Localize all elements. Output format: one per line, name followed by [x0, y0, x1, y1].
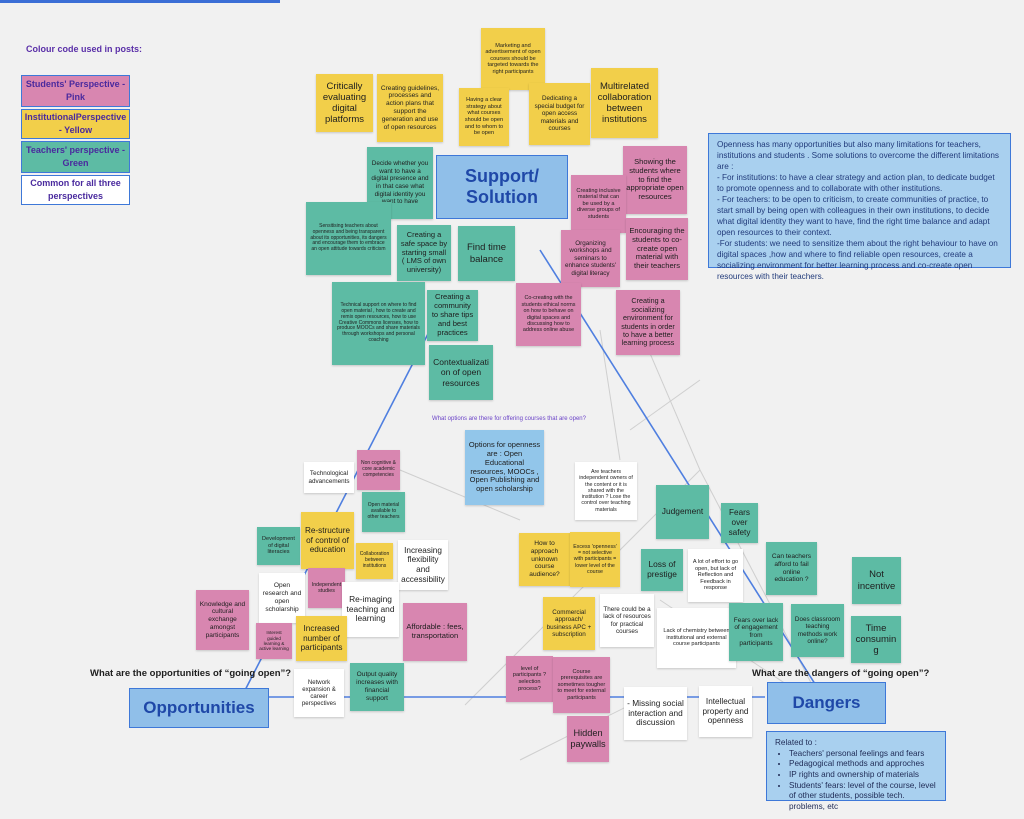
- sticky-note-affordable[interactable]: Affordable : fees, transportation: [403, 603, 467, 661]
- sticky-note-special-budget[interactable]: Dedicating a special budget for open acc…: [529, 83, 590, 145]
- legend-institutional: InstitutionalPerspective - Yellow: [21, 109, 130, 139]
- sticky-note-encouraging-students[interactable]: Encouraging the students to co-create op…: [626, 218, 688, 280]
- sticky-note-non-cognitive[interactable]: Non cognitive & core academic competenci…: [357, 450, 400, 490]
- sticky-note-multirelated[interactable]: Multirelated collaboration between insti…: [591, 68, 658, 138]
- related-item: Students' fears: level of the course, le…: [789, 781, 937, 813]
- sticky-note-reimaging[interactable]: Re-imaging teaching and learning: [342, 582, 399, 637]
- sticky-note-loss-prestige[interactable]: Loss of prestige: [641, 549, 683, 591]
- sticky-note-network[interactable]: Network expansion & career perspectives: [294, 669, 344, 717]
- opportunities-node[interactable]: Opportunities: [129, 688, 269, 728]
- sticky-note-restructure[interactable]: Re-structure of control of education: [301, 512, 354, 569]
- sticky-note-showing-students[interactable]: Showing the students where to find the a…: [623, 146, 687, 214]
- dangers-question: What are the dangers of “going open”?: [752, 668, 930, 679]
- summary-institutions: - For institutions: to have a clear stra…: [717, 172, 995, 193]
- sticky-note-output-quality[interactable]: Output quality increases with financial …: [350, 663, 404, 711]
- sticky-note-independent-owners[interactable]: Are teachers independent owners of the c…: [575, 462, 637, 520]
- sticky-note-clear-strategy[interactable]: Having a clear strategy about what cours…: [459, 88, 509, 146]
- sticky-note-organizing-workshops[interactable]: Organizing workshops and seminars to enh…: [561, 230, 620, 287]
- sticky-note-afford-fail[interactable]: Can teachers afford to fail online educa…: [766, 542, 817, 595]
- sticky-note-approach-unknown[interactable]: How to approach unknown course audience?: [519, 533, 570, 586]
- sticky-note-safe-space[interactable]: Creating a safe space by starting small …: [397, 225, 451, 281]
- sticky-note-open-research[interactable]: Open research and open scholarship: [259, 573, 305, 623]
- sticky-note-lack-resources[interactable]: There could be a lack of resources for p…: [600, 594, 654, 647]
- sticky-note-creating-guidelines[interactable]: Creating guidelines, processes and actio…: [377, 74, 443, 142]
- sticky-note-lot-of-effort[interactable]: A lot of effort to go open, but lack of …: [688, 549, 743, 602]
- solutions-summary-box[interactable]: Openness has many opportunities but also…: [708, 133, 1011, 281]
- sticky-note-time-consuming[interactable]: Time consuming: [851, 616, 901, 663]
- related-item: Teachers' personal feelings and fears: [789, 749, 937, 760]
- related-list: Teachers' personal feelings and fears Pe…: [789, 749, 937, 813]
- legend-title: Colour code used in posts:: [26, 44, 143, 54]
- sticky-note-critically-evaluating[interactable]: Critically evaluating digital platforms: [316, 74, 373, 132]
- sticky-note-socializing-env[interactable]: Creating a socializing environment for s…: [616, 290, 680, 355]
- options-question: What options are there for offering cour…: [432, 416, 586, 422]
- sticky-note-excess-openness[interactable]: Excess 'openness' = not selective with p…: [570, 532, 620, 587]
- summary-students: -For students: we need to sensitize them…: [717, 238, 998, 281]
- support-solution-node[interactable]: Support/ Solution: [436, 155, 568, 219]
- sticky-note-contextualization[interactable]: Contextualization of open resources: [429, 345, 493, 400]
- related-item: IP rights and ownership of materials: [789, 770, 937, 781]
- sticky-note-inclusive-material[interactable]: Creating inclusive material that can be …: [571, 175, 626, 233]
- sticky-note-digital-literacies[interactable]: Development of digital literacies: [257, 527, 300, 565]
- sticky-note-level-participants[interactable]: level of participants ? selection proces…: [506, 656, 553, 702]
- sticky-note-marketing[interactable]: Marketing and advertisement of open cour…: [481, 28, 545, 90]
- sticky-note-technical-support[interactable]: Technical support on where to find open …: [332, 282, 425, 365]
- sticky-note-not-incentive[interactable]: Not incentive: [852, 557, 901, 604]
- sticky-note-interest-guided[interactable]: Interest guided learning & active learni…: [256, 623, 292, 659]
- sticky-note-find-time[interactable]: Find time balance: [458, 226, 515, 281]
- legend-teachers: Teachers' perspective - Green: [21, 141, 130, 173]
- sticky-note-independent-studies[interactable]: Independent studies: [308, 568, 345, 608]
- legend-common: Common for all three perspectives: [21, 175, 130, 205]
- sticky-note-co-creating-norms[interactable]: Co-creating with the students ethical no…: [516, 283, 581, 346]
- sticky-note-tech-advancements[interactable]: Technological advancements: [304, 462, 354, 493]
- related-item: Pedagogical methods and approches: [789, 759, 937, 770]
- sticky-note-fears-engagement[interactable]: Fears over lack of engagement from parti…: [729, 603, 783, 661]
- legend-students: Students' Perspective - Pink: [21, 75, 130, 107]
- sticky-note-fears-safety[interactable]: Fears over safety: [721, 503, 758, 543]
- related-to-box[interactable]: Related to : Teachers' personal feelings…: [766, 731, 946, 811]
- sticky-note-missing-social[interactable]: - Missing social interaction and discuss…: [624, 687, 687, 740]
- sticky-note-options-openness[interactable]: Options for openness are : Open Educatio…: [465, 430, 544, 505]
- sticky-note-sensitising-teachers[interactable]: Sensitising teachers about openness and …: [306, 202, 391, 275]
- top-accent-bar: [0, 0, 280, 3]
- sticky-note-knowledge-exchange[interactable]: Knowledge and cultural exchange amongst …: [196, 590, 249, 650]
- summary-intro: Openness has many opportunities but also…: [717, 140, 1000, 171]
- related-title: Related to :: [775, 738, 817, 747]
- opportunities-question: What are the opportunities of “going ope…: [90, 668, 292, 679]
- sticky-note-intellectual-property[interactable]: Intellectual property and openness: [699, 686, 752, 737]
- sticky-note-commercial[interactable]: Commercial approach/ business APC + subs…: [543, 597, 595, 650]
- sticky-note-judgement[interactable]: Judgement: [656, 485, 709, 539]
- summary-teachers: - For teachers: to be open to criticism,…: [717, 194, 990, 237]
- dangers-node[interactable]: Dangers: [767, 682, 886, 724]
- sticky-note-course-prerequisites[interactable]: Course prerequisites are sometimes tough…: [553, 657, 610, 713]
- sticky-note-hidden-paywalls[interactable]: Hidden paywalls: [567, 716, 609, 762]
- sticky-note-open-material[interactable]: Open material available to other teacher…: [362, 492, 405, 532]
- sticky-note-collaboration[interactable]: Collaboration between institutions: [356, 543, 393, 579]
- sticky-note-increased-participants[interactable]: Increased number of participants: [296, 616, 347, 661]
- sticky-note-community[interactable]: Creating a community to share tips and b…: [427, 290, 478, 341]
- sticky-note-lack-chemistry[interactable]: Lack of chemistry between institutional …: [657, 608, 736, 668]
- sticky-note-flexibility[interactable]: Increasing flexibility and accessibility: [398, 540, 448, 590]
- sticky-note-classroom-methods[interactable]: Does classroom teaching methods work onl…: [791, 604, 844, 657]
